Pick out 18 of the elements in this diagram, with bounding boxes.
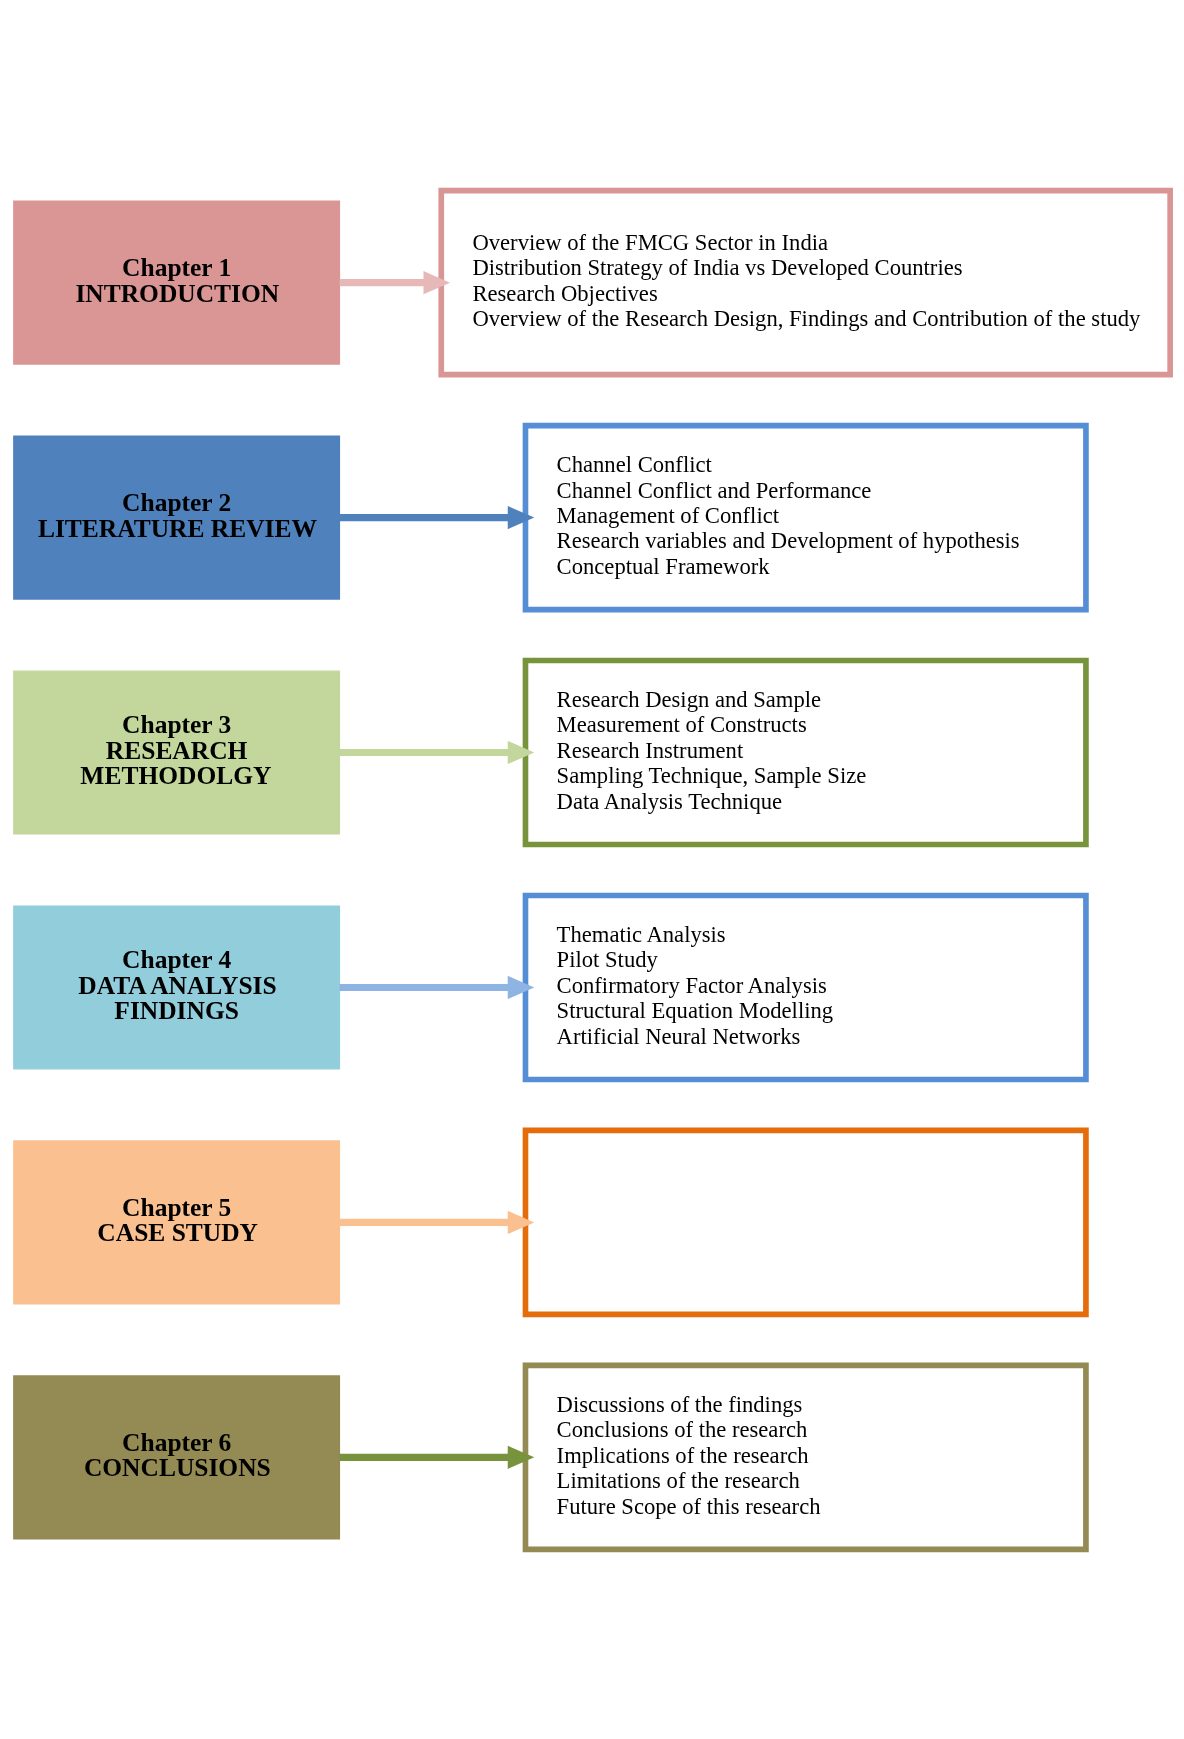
node-box: Research Design and Sample Measurement of Constructs Research Instrument Sampling Technique, Sample Size Data Analysis Technique <box>522 657 1089 847</box>
node-box: Chapter 6 CONCLUSIONS <box>13 1374 341 1539</box>
node-box: Channel Conflict Channel Conflict and Performance Management of Conflict Research variables and Development of hypothesis Conceptual Framework <box>522 422 1089 612</box>
node-box: Chapter 5 CASE STUDY <box>13 1139 341 1304</box>
arrow <box>339 1210 535 1234</box>
node-box: Overview of the FMCG Sector in India Distribution Strategy of India vs Developed Countries Research Objectives Overview of the Research Design, Findings and Contribution of the study <box>438 187 1173 377</box>
arrow <box>339 505 535 529</box>
node-box: Discussions of the findings Conclusions of the research Implications of the research Limitations of the research Future Scope of this research <box>522 1362 1089 1552</box>
arrow <box>339 740 535 764</box>
arrow <box>339 1445 535 1469</box>
node-box: Chapter 4 DATA ANALYSIS FINDINGS <box>13 904 341 1070</box>
node-box: Thematic Analysis Pilot Study Confirmatory Factor Analysis Structural Equation Modelling Artificial Neural Networks <box>522 892 1089 1082</box>
arrow <box>339 270 450 294</box>
node-box: Chapter 1 INTRODUCTION <box>13 200 341 365</box>
node-box <box>522 1127 1089 1317</box>
node-box: Chapter 2 LITERATURE REVIEW <box>13 435 341 600</box>
node-box: Chapter 3 RESEARCH METHODOLGY <box>13 669 341 835</box>
arrow <box>339 975 535 999</box>
